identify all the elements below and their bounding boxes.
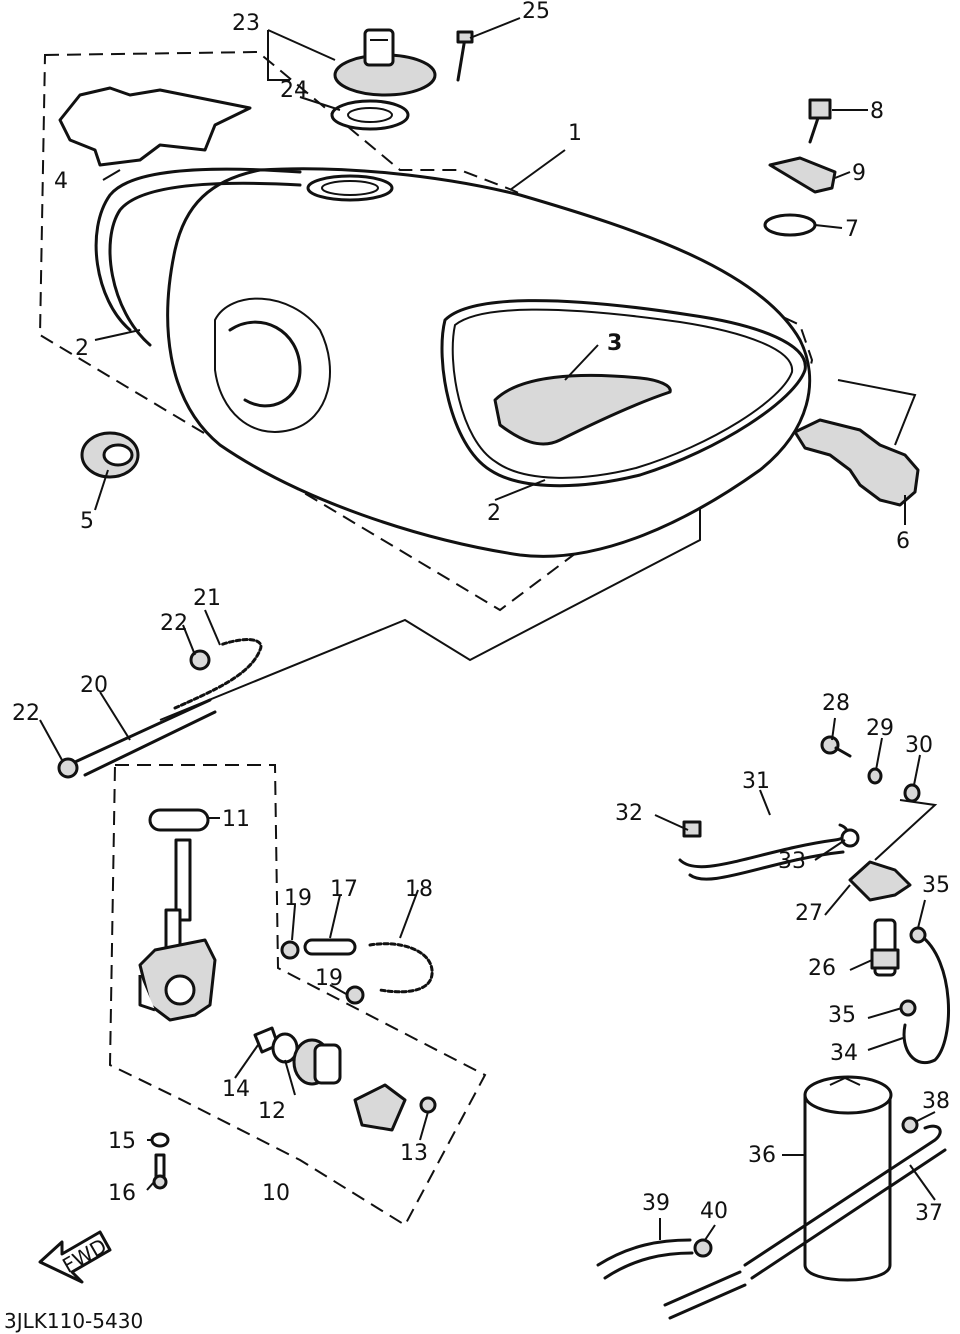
callout-28: 28 <box>822 691 850 716</box>
bracket-27 <box>848 860 912 902</box>
screw-13 <box>419 1096 437 1114</box>
o-ring-11 <box>148 808 210 832</box>
clip-38 <box>901 1116 919 1134</box>
clamp-22-left <box>57 757 79 779</box>
callout-19-upper: 19 <box>284 886 312 911</box>
grommet-5 <box>80 431 140 479</box>
clamp-40 <box>693 1238 713 1258</box>
clamp-19-lower <box>345 985 365 1005</box>
hose-34 <box>902 933 950 1064</box>
tank-cap <box>333 28 437 97</box>
clip-33 <box>840 828 860 848</box>
callout-39: 39 <box>642 1191 670 1216</box>
breather-hose-21 <box>173 638 263 710</box>
callout-32: 32 <box>615 801 643 826</box>
callout-14: 14 <box>222 1077 250 1102</box>
callout-2-left: 2 <box>75 336 89 361</box>
cap-gasket <box>330 99 410 131</box>
callout-7: 7 <box>845 217 859 242</box>
plate-9 <box>768 156 837 194</box>
fuel-hose-20 <box>73 698 212 764</box>
hose-18 <box>368 942 434 994</box>
callout-8: 8 <box>870 99 884 124</box>
callout-15: 15 <box>108 1129 136 1154</box>
callout-30: 30 <box>905 733 933 758</box>
fuel-cock-assembly-boundary <box>108 764 487 1227</box>
callout-18: 18 <box>405 877 433 902</box>
callout-22-left: 22 <box>12 701 40 726</box>
callout-33: 33 <box>778 849 806 874</box>
callout-27: 27 <box>795 901 823 926</box>
callout-26: 26 <box>808 956 836 981</box>
bracket-6 <box>793 418 920 507</box>
callout-25: 25 <box>522 0 550 24</box>
leader-lines <box>39 17 938 1241</box>
lever-plate <box>353 1083 407 1132</box>
callout-12: 12 <box>258 1099 286 1124</box>
callout-19-lower: 19 <box>315 966 343 991</box>
clamp-35-upper <box>909 926 927 944</box>
washer-7 <box>763 213 817 237</box>
callout-24: 24 <box>280 78 308 103</box>
callout-5: 5 <box>80 509 94 534</box>
screw-16 <box>152 1153 168 1190</box>
hose-31 <box>678 823 849 869</box>
callout-3: 3 <box>607 331 622 356</box>
fuel-tank <box>166 167 812 558</box>
callout-31: 31 <box>742 769 770 794</box>
callout-2-right: 2 <box>487 501 501 526</box>
drawing-code: 3JLK110-5430 <box>4 1309 143 1333</box>
washer-15 <box>150 1132 170 1148</box>
callout-4: 4 <box>54 169 68 194</box>
hose-39 <box>596 1238 692 1267</box>
tank-tape-left <box>94 167 302 332</box>
callout-38: 38 <box>922 1089 950 1114</box>
callout-21: 21 <box>193 586 221 611</box>
bolt-8 <box>808 98 832 144</box>
callout-6: 6 <box>896 529 910 554</box>
decal-4 <box>58 86 252 167</box>
hose-17 <box>303 938 357 956</box>
callout-35-lower: 35 <box>828 1003 856 1028</box>
nut-29 <box>867 767 883 785</box>
callout-13: 13 <box>400 1141 428 1166</box>
callout-34: 34 <box>830 1041 858 1066</box>
clamp-22-upper <box>189 649 211 671</box>
callout-9: 9 <box>852 161 866 186</box>
nut-30 <box>903 783 921 803</box>
callout-16: 16 <box>108 1181 136 1206</box>
lever-knob <box>292 1038 342 1086</box>
callout-23: 23 <box>232 11 260 36</box>
fwd-arrow: FWD <box>38 1230 112 1284</box>
drain-hose <box>663 1270 742 1307</box>
cap-screw <box>456 36 467 82</box>
callout-17: 17 <box>330 877 358 902</box>
hose-37 <box>743 1124 942 1267</box>
clamp-35-lower <box>899 999 917 1017</box>
callout-22-upper: 22 <box>160 611 188 636</box>
callout-20: 20 <box>80 673 108 698</box>
tank-to-cock-leader <box>159 455 701 721</box>
callout-36: 36 <box>748 1143 776 1168</box>
rollover-valve-26 <box>870 918 900 977</box>
fuel-cock <box>138 838 217 1022</box>
callout-1: 1 <box>568 121 582 146</box>
bolt-28 <box>820 735 852 758</box>
canister-36 <box>803 1075 893 1282</box>
callout-11: 11 <box>222 807 250 832</box>
callout-10: 10 <box>262 1181 290 1206</box>
callout-37: 37 <box>915 1201 943 1226</box>
tank-assembly-boundary <box>38 50 814 612</box>
callout-35-upper: 35 <box>922 873 950 898</box>
callout-40: 40 <box>700 1199 728 1224</box>
clamp-19-upper <box>280 940 300 960</box>
callout-29: 29 <box>866 716 894 741</box>
